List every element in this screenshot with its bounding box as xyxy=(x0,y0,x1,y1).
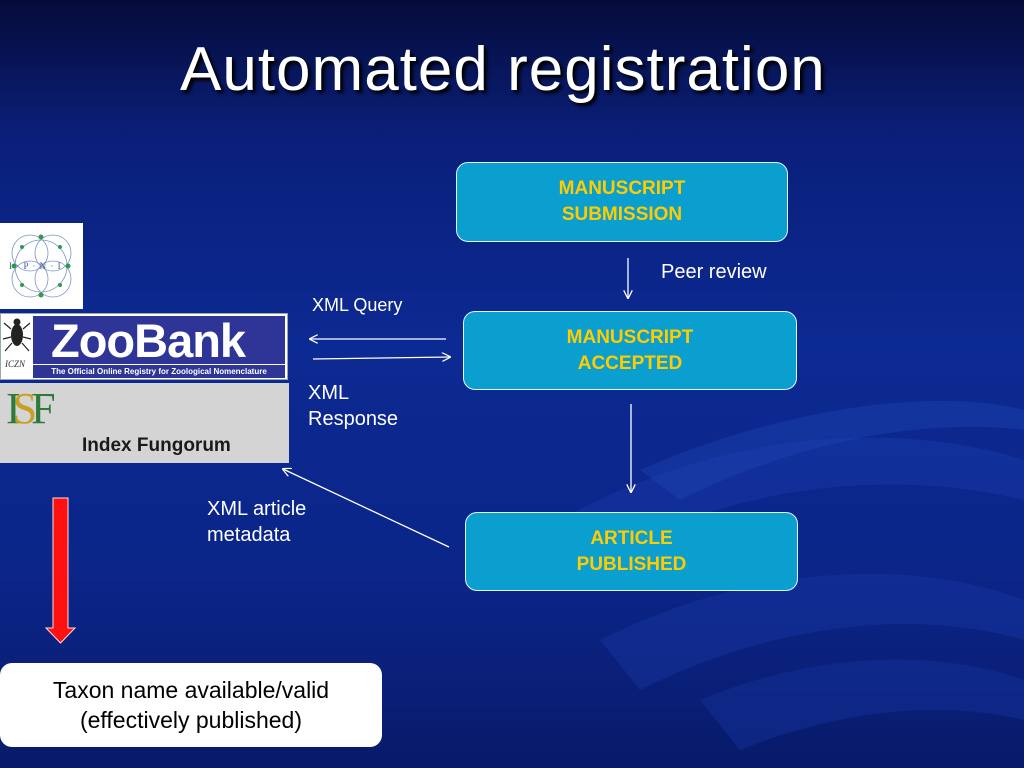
index-fungorum-logo: ISF Index Fungorum xyxy=(0,383,289,463)
outcome-text: Taxon name available/valid (effectively … xyxy=(52,677,330,733)
article-published-label: ARTICLE PUBLISHED xyxy=(576,527,687,575)
xml-response-label: XML Response xyxy=(308,382,399,430)
insect-icon xyxy=(2,318,32,352)
manuscript-submission-box: MANUSCRIPT SUBMISSION xyxy=(456,162,788,242)
zoobank-banner xyxy=(33,316,285,364)
article-published-box: ARTICLE PUBLISHED xyxy=(465,512,798,591)
xml-response-arrow xyxy=(312,357,450,359)
manuscript-accepted-label: MANUSCRIPT ACCEPTED xyxy=(566,326,694,374)
index-fungorum-monogram: ISF xyxy=(6,384,56,433)
peer-review-label: Peer review xyxy=(661,261,767,283)
xml-article-metadata-label: XML article metadata xyxy=(207,498,307,546)
index-fungorum-wordmark: Index Fungorum xyxy=(82,435,231,456)
ipni-logo: I · P · N · I xyxy=(0,223,83,309)
manuscript-submission-label: MANUSCRIPT SUBMISSION xyxy=(558,178,686,225)
xml-query-label: XML Query xyxy=(312,295,403,315)
iczn-badge: ICZN xyxy=(2,315,32,379)
outcome-callout: Taxon name available/valid (effectively … xyxy=(0,663,382,747)
slide-title: Automated registration xyxy=(180,35,826,104)
ipni-wordmark: I · P · N · I xyxy=(9,261,62,271)
result-down-arrow xyxy=(44,497,77,644)
ipni-ring-icon xyxy=(11,234,72,298)
iczn-badge-text: ICZN xyxy=(5,359,26,369)
manuscript-accepted-box: MANUSCRIPT ACCEPTED xyxy=(463,311,797,390)
zoobank-logo: ICZN ZooBank The Official Online Registr… xyxy=(0,313,288,380)
zoobank-wordmark: ZooBank xyxy=(51,314,246,367)
zoobank-tagline: The Official Online Registry for Zoologi… xyxy=(33,365,285,378)
xml-metadata-arrow xyxy=(283,469,450,548)
